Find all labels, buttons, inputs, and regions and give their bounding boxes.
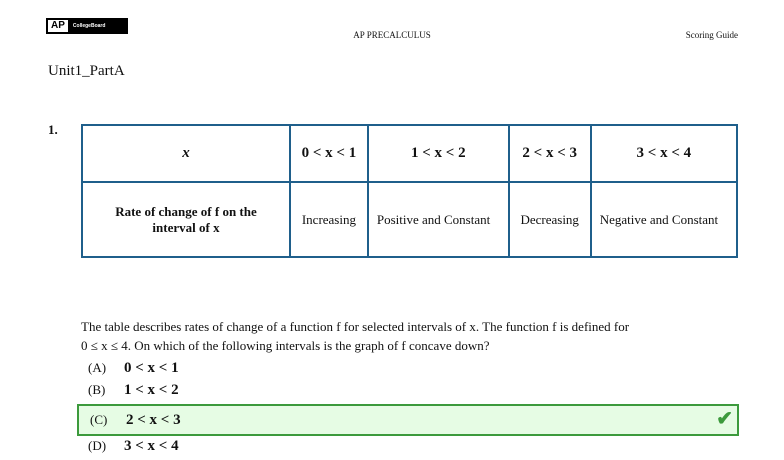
checkmark-icon: ✔ bbox=[716, 408, 733, 430]
unit-title: Unit1_PartA bbox=[48, 63, 125, 79]
table-header: 3 < x < 4 bbox=[589, 124, 739, 183]
option-c-correct[interactable]: (C) 2 < x < 3 ✔ bbox=[77, 404, 739, 436]
table-cell: Negative and Constant bbox=[589, 181, 739, 258]
table-cell: Increasing bbox=[289, 181, 369, 258]
option-d[interactable]: (D) 3 < x < 4 bbox=[81, 432, 179, 460]
option-label: (C) bbox=[90, 412, 108, 427]
logo-ap: AP bbox=[48, 20, 68, 32]
table-header-row: x 0 < x < 1 1 < x < 2 2 < x < 3 3 < x < … bbox=[81, 124, 739, 183]
option-value: 1 < x < 2 bbox=[124, 381, 179, 398]
logo-collegeboard: CollegeBoard bbox=[72, 23, 106, 29]
header-title: AP PRECALCULUS bbox=[353, 30, 431, 40]
option-a[interactable]: (A) 0 < x < 1 bbox=[81, 354, 179, 382]
option-value: 3 < x < 4 bbox=[124, 437, 179, 454]
stem-line: The table describes rates of change of a… bbox=[81, 319, 630, 334]
table-header: 1 < x < 2 bbox=[366, 124, 510, 183]
table-cell: Positive and Constant bbox=[366, 181, 510, 258]
table-header: x bbox=[81, 124, 291, 183]
question-stem: The table describes rates of change of a… bbox=[81, 317, 741, 355]
ap-collegeboard-logo: AP CollegeBoard bbox=[46, 18, 128, 34]
option-value: 0 < x < 1 bbox=[124, 359, 179, 376]
option-label: (D) bbox=[88, 438, 107, 453]
option-value: 2 < x < 3 bbox=[126, 411, 181, 428]
stem-line: 0 ≤ x ≤ 4. On which of the following int… bbox=[81, 338, 490, 353]
table-row: Rate of change of f on the interval of x… bbox=[81, 181, 739, 258]
rate-table: x 0 < x < 1 1 < x < 2 2 < x < 3 3 < x < … bbox=[81, 124, 739, 258]
option-label: (A) bbox=[88, 360, 107, 375]
table-header: 2 < x < 3 bbox=[507, 124, 592, 183]
question-number: 1. bbox=[48, 122, 58, 137]
table-cell: Decreasing bbox=[507, 181, 592, 258]
row-label: Rate of change of f on the interval of x bbox=[81, 181, 291, 258]
option-b[interactable]: (B) 1 < x < 2 bbox=[81, 376, 179, 404]
table-header: 0 < x < 1 bbox=[289, 124, 369, 183]
option-label: (B) bbox=[88, 382, 106, 397]
header-scoring-guide: Scoring Guide bbox=[685, 30, 738, 40]
